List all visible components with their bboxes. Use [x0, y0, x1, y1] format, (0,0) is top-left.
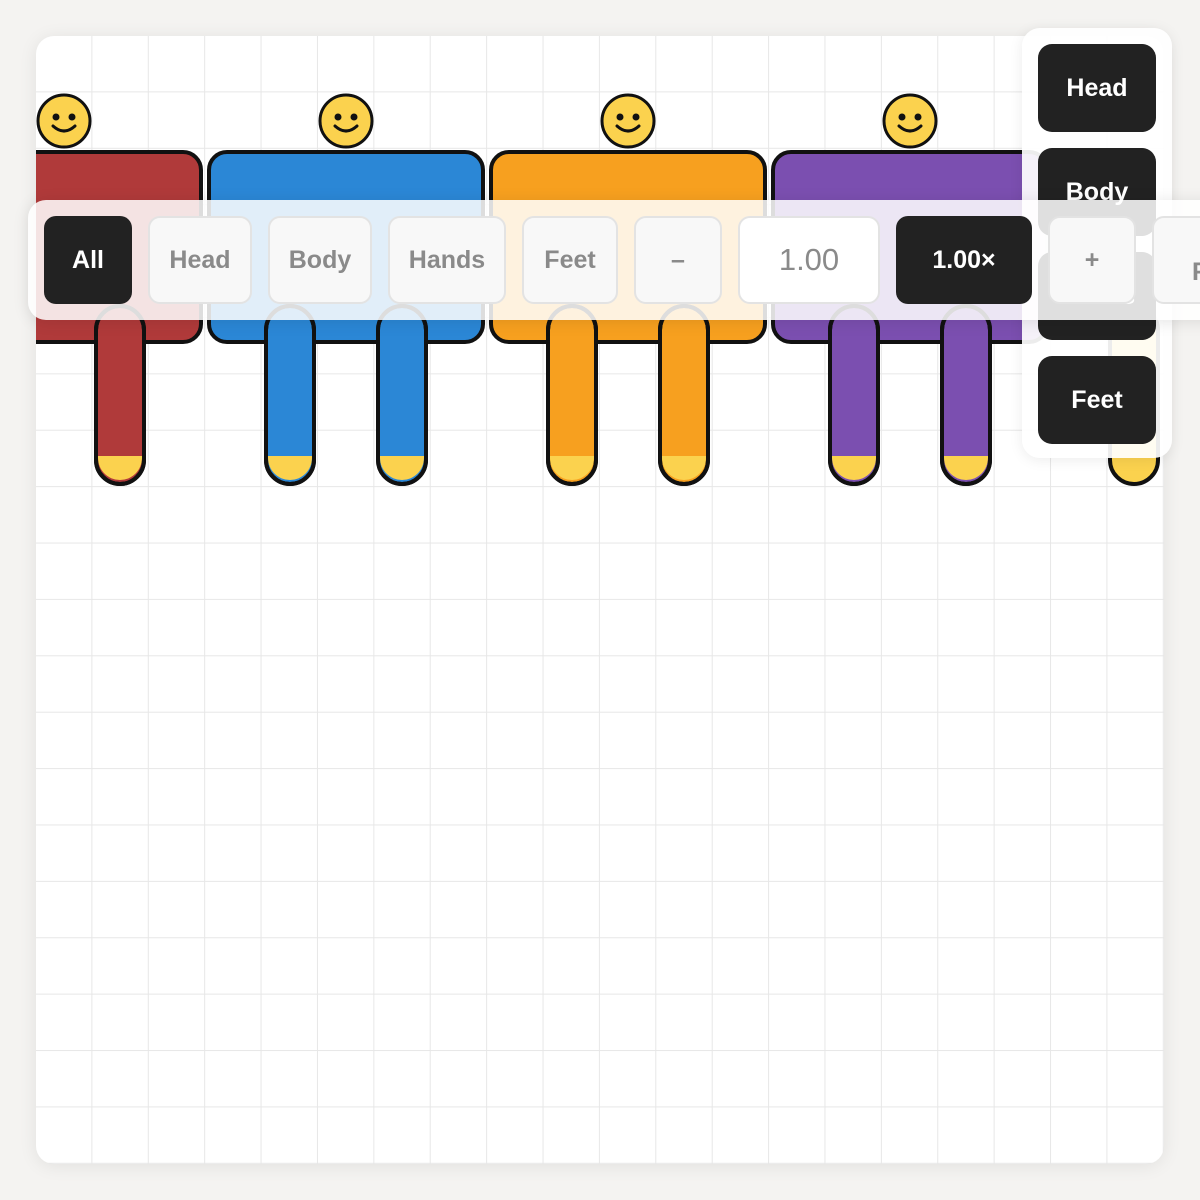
scale-input[interactable]: 1.00: [738, 216, 880, 304]
right-eye: [632, 113, 640, 121]
side-feet-button[interactable]: Feet: [1038, 356, 1156, 444]
smile: [615, 124, 641, 133]
smile: [897, 124, 923, 133]
foot: [662, 456, 706, 480]
smiley-head-icon: [318, 93, 374, 149]
figure-leg: [264, 304, 316, 486]
all-button[interactable]: All: [44, 216, 132, 304]
reset-button-partial[interactable]: R: [1152, 216, 1200, 304]
smiley-head-icon: [882, 93, 938, 149]
foot: [98, 456, 142, 480]
increment-button[interactable]: +: [1048, 216, 1136, 304]
figure-leg: [940, 304, 992, 486]
left-eye: [898, 113, 906, 121]
right-eye: [68, 113, 76, 121]
right-eye: [350, 113, 358, 121]
right-eye: [914, 113, 922, 121]
hands-filter-button[interactable]: Hands: [388, 216, 506, 304]
figure-leg: [546, 304, 598, 486]
smile: [333, 124, 359, 133]
figure-leg: [828, 304, 880, 486]
foot: [832, 456, 876, 480]
decrement-button[interactable]: –: [634, 216, 722, 304]
left-eye: [616, 113, 624, 121]
left-eye: [334, 113, 342, 121]
smiley-head-icon: [36, 93, 92, 149]
figure-leg: [94, 304, 146, 486]
body-filter-button[interactable]: Body: [268, 216, 372, 304]
toolbar: All Head Body Hands Feet – 1.00 1.00× + …: [28, 200, 1200, 320]
figure-leg: [658, 304, 710, 486]
foot: [380, 456, 424, 480]
foot: [944, 456, 988, 480]
figure-leg: [376, 304, 428, 486]
left-eye: [52, 113, 60, 121]
foot: [550, 456, 594, 480]
head-filter-button[interactable]: Head: [148, 216, 252, 304]
smile: [51, 124, 77, 133]
scale-readout: 1.00×: [896, 216, 1032, 304]
smiley-head-icon: [600, 93, 656, 149]
feet-filter-button[interactable]: Feet: [522, 216, 618, 304]
side-head-button[interactable]: Head: [1038, 44, 1156, 132]
foot: [268, 456, 312, 480]
